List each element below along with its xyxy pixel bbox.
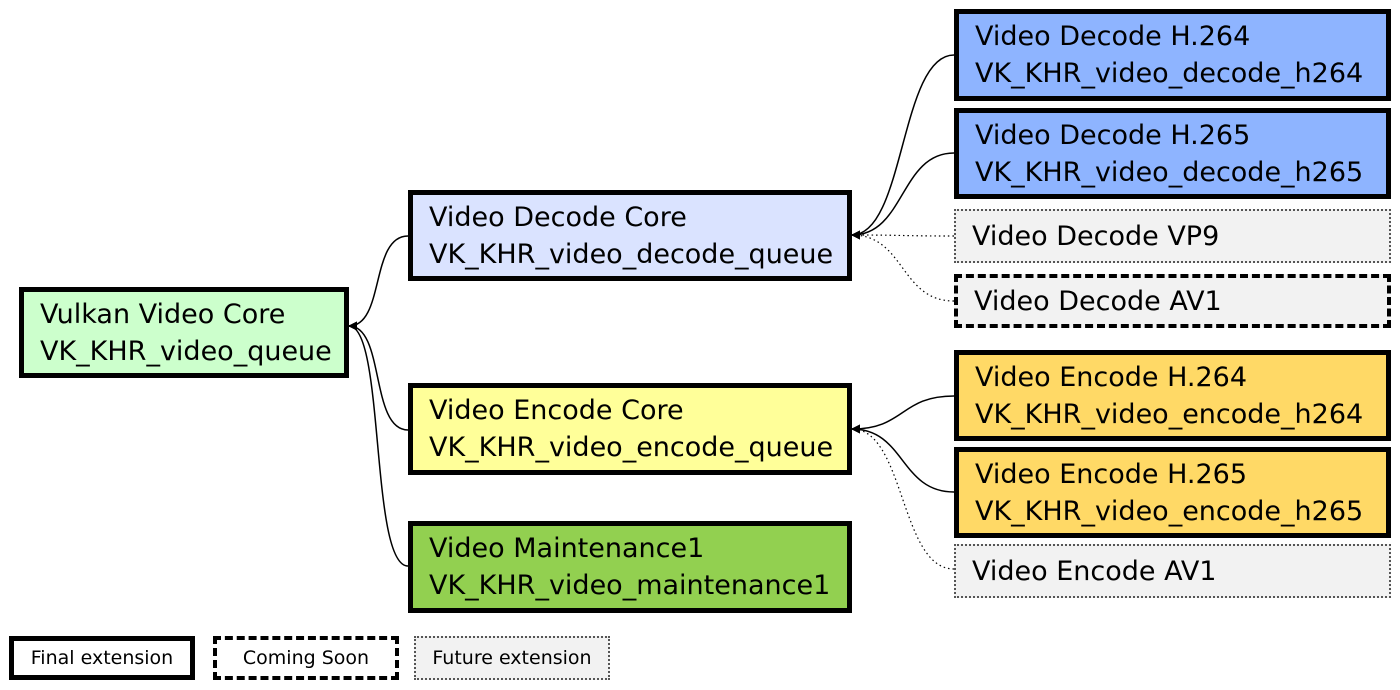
node-title: Video Maintenance1 [429,533,705,564]
legend-label: Coming Soon [242,647,370,669]
edge-encode-h264-to-encode-core [851,395,955,434]
legend-label: Future extension [432,647,592,669]
legend-label: Final extension [30,647,174,669]
node-extension: VK_KHR_video_decode_h264 [975,58,1364,89]
node-title: Video Decode VP9 [972,220,1220,252]
node-extension: VK_KHR_video_encode_queue [429,432,834,463]
node-title: Video Decode Core [429,201,687,233]
node-extension: VK_KHR_video_maintenance1 [429,570,831,601]
edge-maintenance1-to-vulkan-core [348,321,409,567]
node-title: Video Encode H.265 [975,458,1248,490]
node-title: Video Encode H.264 [975,361,1248,393]
node-extension: VK_KHR_video_queue [40,335,332,367]
node-title: Video Decode H.265 [975,119,1251,151]
edge-decode-vp9-to-decode-core [851,230,955,240]
edge-decode-av1-to-decode-core [851,230,955,302]
node-video-decode-vp9: Video Decode VP9 [954,209,1391,263]
node-video-encode-h265: Video Encode H.265 VK_KHR_video_encode_h… [954,447,1391,538]
edge-encode-av1-to-encode-core [851,424,955,570]
node-video-decode-av1: Video Decode AV1 [954,274,1391,328]
node-vulkan-video-core: Vulkan Video Core VK_KHR_video_queue [19,287,349,378]
node-video-encode-h264: Video Encode H.264 VK_KHR_video_encode_h… [954,350,1391,441]
node-video-decode-h265: Video Decode H.265 VK_KHR_video_decode_h… [954,108,1391,199]
node-title: Video Encode AV1 [972,555,1217,587]
node-extension: VK_KHR_video_encode_h265 [975,495,1364,527]
node-title: Video Encode Core [429,395,684,426]
node-extension: VK_KHR_video_decode_h265 [975,156,1364,188]
node-extension: VK_KHR_video_encode_h264 [975,398,1364,430]
edge-decode-core-to-vulkan-core [348,235,409,331]
edge-encode-core-to-vulkan-core [348,321,409,431]
node-video-encode-av1: Video Encode AV1 [954,544,1391,598]
legend-future-extension: Future extension [414,636,610,680]
node-title: Vulkan Video Core [40,298,286,330]
legend-coming-soon: Coming Soon [213,636,399,680]
node-video-decode-core: Video Decode Core VK_KHR_video_decode_qu… [408,190,852,281]
legend-final-extension: Final extension [9,636,195,680]
node-extension: VK_KHR_video_decode_queue [429,238,834,270]
node-title: Video Decode AV1 [974,285,1222,317]
node-video-encode-core: Video Encode Core VK_KHR_video_encode_qu… [408,383,852,475]
node-title: Video Decode H.264 [975,21,1251,52]
node-video-decode-h264: Video Decode H.264 VK_KHR_video_decode_h… [954,9,1391,101]
edge-encode-h265-to-encode-core [851,424,955,493]
edge-decode-h264-to-decode-core [851,54,955,240]
edge-decode-h265-to-decode-core [851,152,955,240]
node-video-maintenance1: Video Maintenance1 VK_KHR_video_maintena… [408,521,852,613]
